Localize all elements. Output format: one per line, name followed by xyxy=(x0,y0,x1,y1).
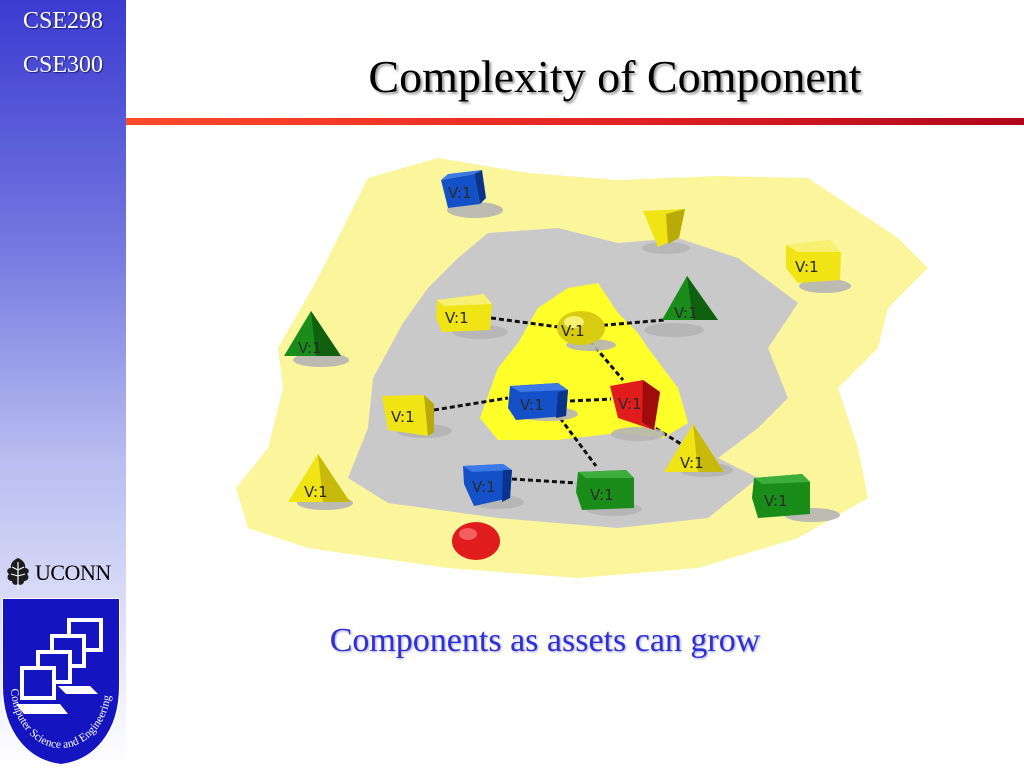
node-blue-cube-center: V:1 xyxy=(508,383,568,420)
oak-leaf-icon xyxy=(7,558,29,589)
uconn-logo-text: UCONN xyxy=(35,560,111,585)
course-code-cse300: CSE300 xyxy=(22,52,103,78)
svg-text:V:1: V:1 xyxy=(680,454,704,472)
component-diagram: V:1 V:1 V:1 V:1 V:1 V:1 V:1 V:1 xyxy=(236,158,928,578)
svg-text:V:1: V:1 xyxy=(618,395,642,413)
svg-text:V:1: V:1 xyxy=(391,408,415,426)
node-yellow-cone-left: V:1 xyxy=(288,454,350,502)
svg-text:V:1: V:1 xyxy=(298,339,322,357)
svg-text:V:1: V:1 xyxy=(445,309,469,327)
node-green-cone-right: V:1 xyxy=(662,276,718,322)
svg-text:V:1: V:1 xyxy=(472,478,496,496)
svg-text:V:1: V:1 xyxy=(304,483,328,501)
stacked-computers-icon xyxy=(16,618,103,714)
svg-text:V:1: V:1 xyxy=(561,322,585,340)
title-divider xyxy=(126,118,1024,125)
node-red-sphere xyxy=(452,522,500,560)
slide-caption: Components as assets can grow xyxy=(329,622,761,659)
node-green-cube-right: V:1 xyxy=(752,474,810,518)
cse-badge: Computer Science and Engineering xyxy=(2,598,120,766)
node-green-cube-bottom: V:1 xyxy=(576,470,634,510)
course-code-cse298: CSE298 xyxy=(22,8,103,34)
svg-text:V:1: V:1 xyxy=(795,258,819,276)
node-red-cube: V:1 xyxy=(610,380,660,430)
node-yellow-cube-left: V:1 xyxy=(436,294,492,332)
node-yellow-cone-right: V:1 xyxy=(664,424,724,472)
svg-text:V:1: V:1 xyxy=(520,396,544,414)
svg-text:V:1: V:1 xyxy=(590,486,614,504)
node-yellow-cube-top xyxy=(643,209,685,247)
node-yellow-sphere-center: V:1 xyxy=(557,311,605,345)
svg-text:V:1: V:1 xyxy=(674,304,698,322)
node-blue-cube-bottom: V:1 xyxy=(463,464,512,506)
node-yellow-cube-right: V:1 xyxy=(786,240,841,283)
node-blue-cube-top: V:1 xyxy=(441,170,486,208)
sidebar: CSE298 CSE300 UCONN Computer Science and… xyxy=(0,0,126,768)
uconn-logo: UCONN xyxy=(2,556,124,590)
svg-text:V:1: V:1 xyxy=(764,492,788,510)
svg-text:V:1: V:1 xyxy=(448,184,472,202)
node-green-cone-left: V:1 xyxy=(284,311,341,357)
slide-title: Complexity of Component xyxy=(368,51,862,102)
node-yellow-cube-mid-left: V:1 xyxy=(382,395,434,436)
